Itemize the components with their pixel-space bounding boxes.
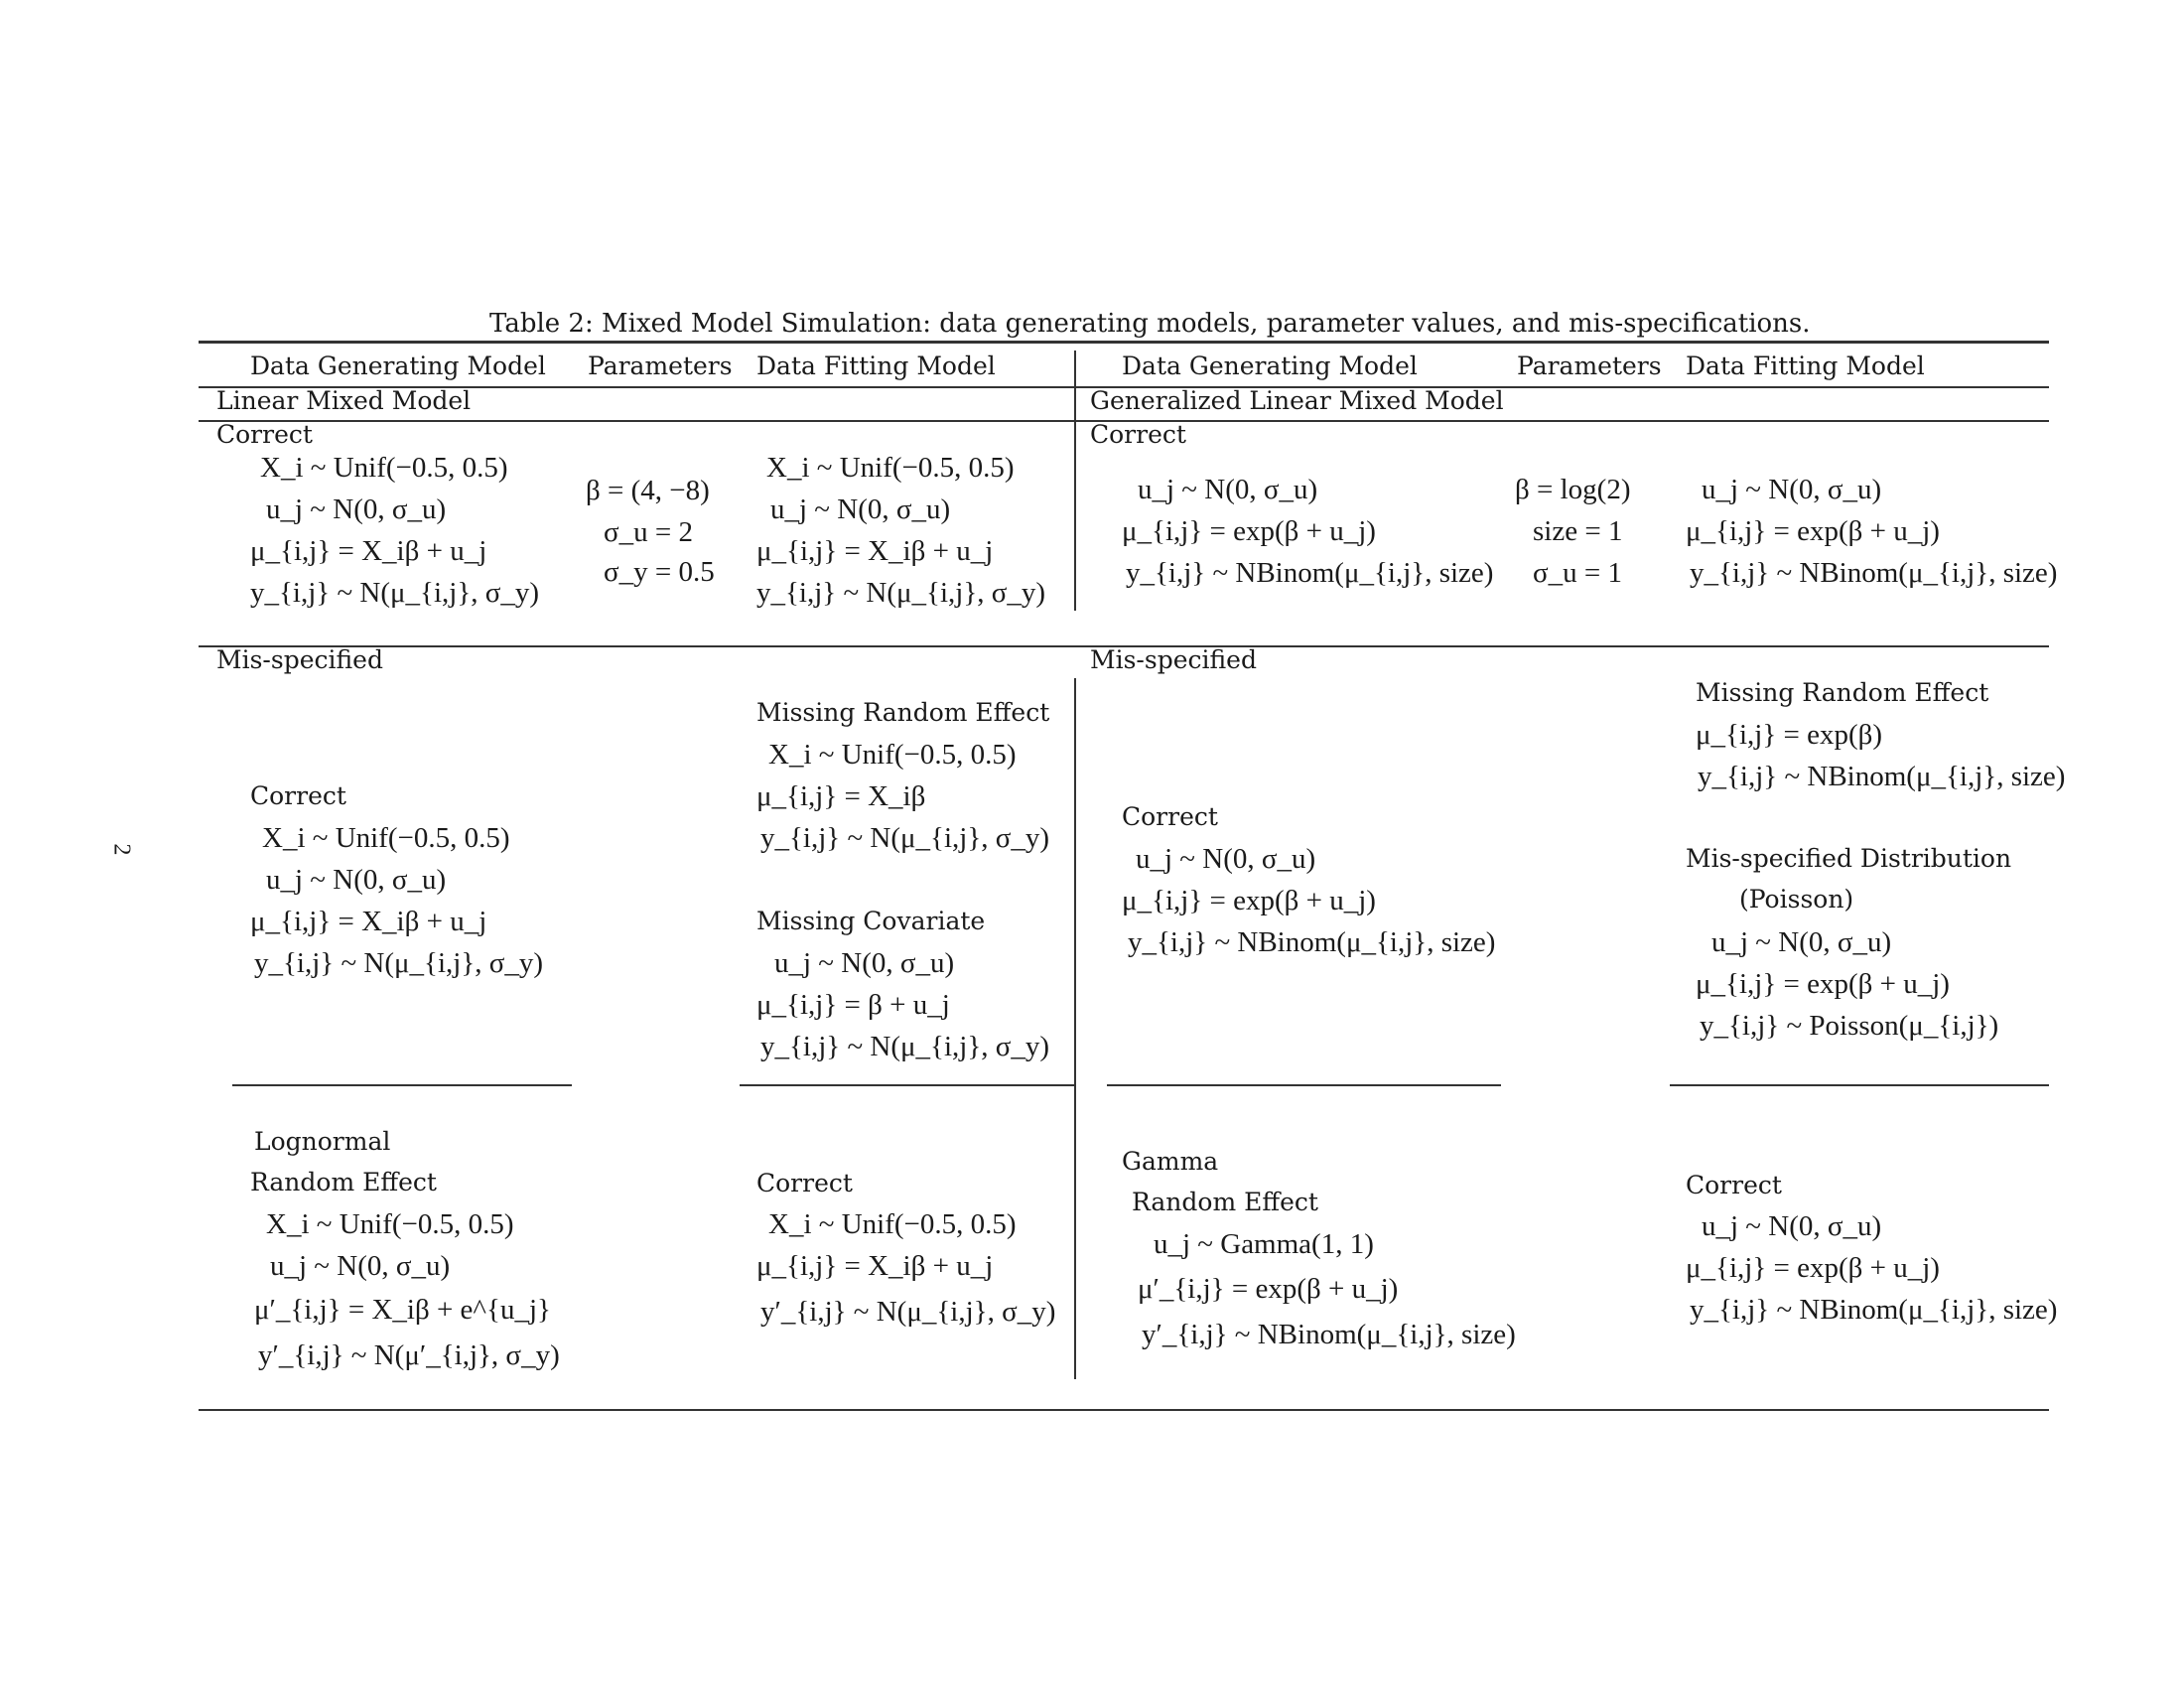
left-mis-correct-line: u_j ~ N(0, σ_u)	[266, 864, 447, 896]
header-right-dfm: Data Fitting Model	[1686, 352, 1925, 380]
right-param-line: β = log(2)	[1515, 474, 1631, 505]
left-correct-dgm-line: y_{i,j} ~ N(μ_{i,j}, σ_y)	[250, 577, 540, 609]
column-divider-bottom	[1074, 678, 1076, 1379]
left-mc-line: μ_{i,j} = β + u_j	[756, 989, 950, 1021]
left-mis-correct-label: Correct	[250, 781, 346, 810]
right-gamma-line: u_j ~ Gamma(1, 1)	[1154, 1228, 1374, 1260]
section-generalized-linear-mixed-model: Generalized Linear Mixed Model	[1090, 386, 1504, 415]
right-msd-line: μ_{i,j} = exp(β + u_j)	[1696, 968, 1950, 1000]
right-mis-dfm-line: u_j ~ N(0, σ_u)	[1702, 1210, 1882, 1242]
left-dfm-sub-rule	[740, 1084, 1074, 1086]
left-lognormal-line: u_j ~ N(0, σ_u)	[270, 1250, 451, 1282]
right-correct-dgm-line: u_j ~ N(0, σ_u)	[1138, 474, 1318, 505]
left-mis-correct-line: y_{i,j} ~ N(μ_{i,j}, σ_y)	[254, 947, 544, 979]
right-gamma-line: μ′_{i,j} = exp(β + u_j)	[1138, 1273, 1399, 1305]
header-right-params: Parameters	[1517, 352, 1662, 380]
table-bottom-rule	[199, 1409, 2049, 1411]
right-mis-dfm-line: y_{i,j} ~ NBinom(μ_{i,j}, size)	[1690, 1294, 2058, 1326]
header-left-dfm: Data Fitting Model	[756, 352, 996, 380]
right-param-line: size = 1	[1533, 515, 1623, 547]
left-mis-correct-line: X_i ~ Unif(−0.5, 0.5)	[262, 822, 510, 854]
right-correct-dgm-line: y_{i,j} ~ NBinom(μ_{i,j}, size)	[1126, 557, 1494, 589]
header-left-params: Parameters	[588, 352, 733, 380]
left-correct-dgm-line: μ_{i,j} = X_iβ + u_j	[250, 535, 487, 567]
left-mre-line: μ_{i,j} = X_iβ	[756, 780, 926, 812]
right-mre-line: μ_{i,j} = exp(β)	[1696, 719, 1883, 751]
right-correct-dfm-line: y_{i,j} ~ NBinom(μ_{i,j}, size)	[1690, 557, 2058, 589]
left-lognormal-label: Lognormal	[254, 1127, 391, 1156]
table-top-rule	[199, 341, 2049, 344]
left-dgm-sub-rule	[232, 1084, 572, 1086]
left-param-line: β = (4, −8)	[586, 475, 710, 506]
left-correct-label: Correct	[216, 420, 313, 449]
right-mre-line: y_{i,j} ~ NBinom(μ_{i,j}, size)	[1698, 761, 2066, 792]
right-dfm-sub-rule	[1670, 1084, 2049, 1086]
right-correct-label: Correct	[1090, 420, 1186, 449]
left-lognormal-line: μ′_{i,j} = X_iβ + e^{u_j}	[254, 1294, 551, 1326]
left-mis-dfm-line: X_i ~ Unif(−0.5, 0.5)	[768, 1208, 1017, 1240]
left-misspecified-label: Mis-specified	[216, 645, 383, 674]
left-correct-dgm-line: u_j ~ N(0, σ_u)	[266, 493, 447, 525]
left-param-line: σ_y = 0.5	[604, 556, 715, 588]
header-rule	[199, 386, 2049, 388]
right-mis-correct-label: Correct	[1122, 802, 1218, 831]
left-mis-dfm-correct-label: Correct	[756, 1169, 853, 1197]
left-mre-line: X_i ~ Unif(−0.5, 0.5)	[768, 739, 1017, 771]
left-missing-random-effect-label: Missing Random Effect	[756, 698, 1050, 727]
right-mis-dfm-line: μ_{i,j} = exp(β + u_j)	[1686, 1252, 1940, 1284]
right-gamma-line: y′_{i,j} ~ NBinom(μ_{i,j}, size)	[1142, 1319, 1516, 1350]
right-mis-correct-line: μ_{i,j} = exp(β + u_j)	[1122, 885, 1376, 916]
page-number: 2	[108, 843, 135, 856]
table-caption: Table 2: Mixed Model Simulation: data ge…	[489, 309, 1811, 339]
right-mis-dfm-correct-label: Correct	[1686, 1171, 1782, 1199]
right-param-line: σ_u = 1	[1533, 557, 1622, 589]
right-poisson-label: (Poisson)	[1739, 885, 1854, 914]
left-correct-dfm-line: X_i ~ Unif(−0.5, 0.5)	[766, 452, 1015, 484]
section-linear-mixed-model: Linear Mixed Model	[216, 386, 472, 415]
left-lognormal-line: X_i ~ Unif(−0.5, 0.5)	[266, 1208, 514, 1240]
left-missing-covariate-label: Missing Covariate	[756, 907, 986, 935]
right-gamma-label: Gamma	[1122, 1147, 1219, 1176]
left-mc-line: u_j ~ N(0, σ_u)	[774, 947, 955, 979]
left-correct-dgm-line: X_i ~ Unif(−0.5, 0.5)	[260, 452, 508, 484]
left-mis-correct-line: μ_{i,j} = X_iβ + u_j	[250, 906, 487, 937]
left-mis-dfm-line: y′_{i,j} ~ N(μ_{i,j}, σ_y)	[760, 1296, 1056, 1328]
right-msd-line: u_j ~ N(0, σ_u)	[1711, 926, 1892, 958]
right-missing-random-effect-label: Missing Random Effect	[1696, 678, 1989, 707]
correct-mis-rule	[199, 645, 2049, 647]
header-left-dgm: Data Generating Model	[250, 352, 546, 380]
left-lognormal-line: y′_{i,j} ~ N(μ′_{i,j}, σ_y)	[258, 1339, 560, 1371]
right-random-effect-label: Random Effect	[1132, 1188, 1318, 1216]
left-mc-line: y_{i,j} ~ N(μ_{i,j}, σ_y)	[760, 1031, 1050, 1062]
right-mis-correct-line: u_j ~ N(0, σ_u)	[1136, 843, 1316, 875]
left-mis-dfm-line: μ_{i,j} = X_iβ + u_j	[756, 1250, 994, 1282]
left-mre-line: y_{i,j} ~ N(μ_{i,j}, σ_y)	[760, 822, 1050, 854]
left-param-line: σ_u = 2	[604, 516, 693, 548]
header-right-dgm: Data Generating Model	[1122, 352, 1418, 380]
right-msd-line: y_{i,j} ~ Poisson(μ_{i,j})	[1700, 1010, 1999, 1042]
right-correct-dfm-line: μ_{i,j} = exp(β + u_j)	[1686, 515, 1940, 547]
right-correct-dfm-line: u_j ~ N(0, σ_u)	[1702, 474, 1882, 505]
left-correct-dfm-line: u_j ~ N(0, σ_u)	[770, 493, 951, 525]
right-correct-dgm-line: μ_{i,j} = exp(β + u_j)	[1122, 515, 1376, 547]
right-dgm-sub-rule	[1107, 1084, 1501, 1086]
left-correct-dfm-line: y_{i,j} ~ N(μ_{i,j}, σ_y)	[756, 577, 1046, 609]
column-divider-top	[1074, 351, 1076, 611]
right-misspecified-distribution-label: Mis-specified Distribution	[1686, 844, 2012, 873]
left-random-effect-label: Random Effect	[250, 1168, 437, 1196]
section-rule	[199, 420, 2049, 422]
left-correct-dfm-line: μ_{i,j} = X_iβ + u_j	[756, 535, 994, 567]
right-mis-correct-line: y_{i,j} ~ NBinom(μ_{i,j}, size)	[1128, 926, 1496, 958]
right-misspecified-label: Mis-specified	[1090, 645, 1257, 674]
